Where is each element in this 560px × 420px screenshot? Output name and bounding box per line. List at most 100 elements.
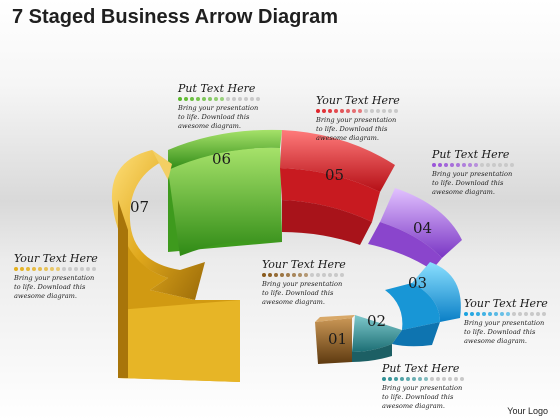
dot xyxy=(394,377,398,381)
dot xyxy=(334,273,338,277)
dot xyxy=(506,312,510,316)
dot xyxy=(464,312,468,316)
dot xyxy=(56,267,60,271)
dot xyxy=(474,163,478,167)
dot xyxy=(412,377,416,381)
text-box-body: Bring your presentation to life. Downloa… xyxy=(432,170,513,196)
dot xyxy=(442,377,446,381)
dot-divider xyxy=(178,97,283,101)
stage-07-arrow xyxy=(111,150,240,382)
dot xyxy=(238,97,242,101)
dot xyxy=(220,97,224,101)
dot xyxy=(450,163,454,167)
dot xyxy=(462,163,466,167)
dot xyxy=(376,109,380,113)
dot xyxy=(50,267,54,271)
dot xyxy=(310,273,314,277)
dot xyxy=(340,109,344,113)
dot xyxy=(274,273,278,277)
dot xyxy=(184,97,188,101)
dot xyxy=(226,97,230,101)
dot xyxy=(322,273,326,277)
dot xyxy=(202,97,206,101)
dot xyxy=(406,377,410,381)
dot xyxy=(388,377,392,381)
text-box-heading: Your Text Here xyxy=(14,252,98,265)
dot xyxy=(456,163,460,167)
dot xyxy=(382,109,386,113)
stage-06-segment xyxy=(168,129,282,256)
dot xyxy=(62,267,66,271)
dot-divider xyxy=(14,267,119,271)
text-box-body: Bring your presentation to life. Downloa… xyxy=(178,104,259,130)
dot xyxy=(542,312,546,316)
dot xyxy=(530,312,534,316)
text-box-stage-02: Put Text Here Bring your presentation to… xyxy=(382,362,487,411)
dot xyxy=(178,97,182,101)
dot xyxy=(430,377,434,381)
dot xyxy=(80,267,84,271)
text-box-body: Bring your presentation to life. Downloa… xyxy=(262,280,343,306)
dot xyxy=(460,377,464,381)
dot xyxy=(340,273,344,277)
dot xyxy=(448,377,452,381)
text-box-stage-04: Put Text Here Bring your presentation to… xyxy=(432,148,537,197)
stage-04-label: 04 xyxy=(413,219,432,237)
dot xyxy=(92,267,96,271)
stage-01-label: 01 xyxy=(328,330,347,348)
dot xyxy=(250,97,254,101)
dot xyxy=(488,312,492,316)
dot xyxy=(498,163,502,167)
page-title: 7 Staged Business Arrow Diagram xyxy=(12,6,339,28)
dot xyxy=(262,273,266,277)
dot xyxy=(492,163,496,167)
text-box-heading: Put Text Here xyxy=(432,148,510,161)
text-box-heading: Your Text Here xyxy=(262,258,346,271)
dot xyxy=(286,273,290,277)
dot xyxy=(480,163,484,167)
dot xyxy=(316,109,320,113)
text-box-stage-01: Your Text Here Bring your presentation t… xyxy=(262,258,367,307)
stage-03-label: 03 xyxy=(408,274,427,292)
dot xyxy=(518,312,522,316)
dot xyxy=(358,109,362,113)
dot xyxy=(470,312,474,316)
dot xyxy=(32,267,36,271)
dot xyxy=(482,312,486,316)
dot xyxy=(536,312,540,316)
stage-06-label: 06 xyxy=(212,150,231,168)
dot xyxy=(208,97,212,101)
text-box-stage-07: Your Text Here Bring your presentation t… xyxy=(14,252,119,301)
dot-divider xyxy=(316,109,421,113)
dot xyxy=(346,109,350,113)
dot xyxy=(328,109,332,113)
text-box-stage-05: Your Text Here Bring your presentation t… xyxy=(316,94,421,143)
dot xyxy=(454,377,458,381)
dot xyxy=(438,163,442,167)
dot xyxy=(86,267,90,271)
dot xyxy=(14,267,18,271)
dot xyxy=(370,109,374,113)
dot xyxy=(510,163,514,167)
dot xyxy=(74,267,78,271)
dot-divider xyxy=(262,273,367,277)
dot xyxy=(524,312,528,316)
dot xyxy=(280,273,284,277)
text-box-body: Bring your presentation to life. Downloa… xyxy=(316,116,397,142)
text-box-stage-03: Your Text Here Bring your presentation t… xyxy=(464,297,560,346)
dot xyxy=(504,163,508,167)
dot xyxy=(298,273,302,277)
dot xyxy=(400,377,404,381)
dot xyxy=(394,109,398,113)
dot xyxy=(190,97,194,101)
dot xyxy=(304,273,308,277)
dot xyxy=(468,163,472,167)
dot-divider xyxy=(382,377,487,381)
dot xyxy=(334,109,338,113)
text-box-heading: Put Text Here xyxy=(178,82,256,95)
dot xyxy=(512,312,516,316)
dot xyxy=(256,97,260,101)
dot xyxy=(38,267,42,271)
dot xyxy=(486,163,490,167)
